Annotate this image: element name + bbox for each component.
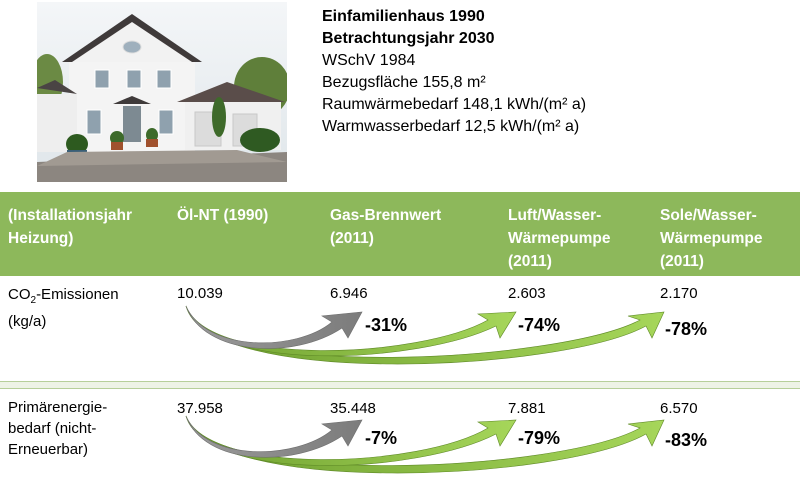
value-pe-oil: 37.958 [177, 400, 223, 417]
header-cell-oil: Öl-NT (1990) [177, 204, 268, 227]
info-line-area: Bezugsfläche 155,8 m² [322, 74, 486, 91]
header-text: (2011) [330, 230, 374, 247]
header-cell-air-heatpump: Luft/Wasser- Wärmepumpe (2011) [508, 204, 611, 273]
comparison-table: (Installationsjahr Heizung) Öl-NT (1990)… [0, 192, 800, 490]
header-text: Heizung) [8, 230, 74, 247]
house-info: Einfamilienhaus 1990 Betrachtungsjahr 20… [322, 6, 782, 138]
table-header: (Installationsjahr Heizung) Öl-NT (1990)… [0, 192, 800, 276]
change-pe-gas: -7% [365, 428, 398, 448]
change-pe-brine: -83% [665, 430, 708, 450]
header-text: Öl-NT (1990) [177, 207, 269, 224]
label-subscript: 2 [30, 295, 37, 306]
change-co2-air: -74% [518, 315, 561, 335]
table-row-co2: CO2-Emissionen (kg/a) 10.039 6.946 2.603… [0, 276, 800, 382]
info-title: Einfamilienhaus 1990 [322, 8, 485, 25]
header-cell-brine-heatpump: Sole/Wasser- Wärmepumpe (2011) [660, 204, 763, 273]
header-text: Sole/Wasser- [660, 207, 757, 224]
info-line-water-demand: Warmwasserbedarf 12,5 kWh/(m² a) [322, 118, 580, 135]
value-co2-oil: 10.039 [177, 285, 223, 302]
header-text: (2011) [508, 253, 552, 270]
row-label-primary-energy: Primärenergie- bedarf (nicht- Erneuerbar… [8, 397, 107, 460]
label-text: CO [8, 286, 31, 303]
header-text: (2011) [660, 253, 704, 270]
info-line-standard: WSchV 1984 [322, 52, 416, 69]
header-cell-gas: Gas-Brennwert (2011) [330, 204, 441, 250]
header-text: Wärmepumpe [660, 230, 763, 247]
label-text: Primärenergie- [8, 399, 108, 416]
value-pe-brine: 6.570 [660, 400, 698, 417]
value-co2-air: 2.603 [508, 285, 546, 302]
change-pe-air: -79% [518, 428, 561, 448]
value-pe-air: 7.881 [508, 400, 546, 417]
change-co2-brine: -78% [665, 319, 708, 339]
house-illustration [37, 2, 287, 182]
table-row-primary-energy: Primärenergie- bedarf (nicht- Erneuerbar… [0, 388, 800, 490]
info-subtitle: Betrachtungsjahr 2030 [322, 30, 495, 47]
house-photo [37, 2, 287, 182]
row-label-co2: CO2-Emissionen (kg/a) [8, 284, 119, 332]
header-text: (Installationsjahr [8, 207, 133, 224]
value-co2-gas: 6.946 [330, 285, 368, 302]
header-text: Wärmepumpe [508, 230, 611, 247]
header-text: Gas-Brennwert [330, 207, 442, 224]
header-cell-installation-year: (Installationsjahr Heizung) [8, 204, 132, 250]
row-separator [0, 382, 800, 388]
change-co2-gas: -31% [365, 315, 408, 335]
value-pe-gas: 35.448 [330, 400, 376, 417]
label-text: (kg/a) [8, 313, 47, 330]
label-text: bedarf (nicht- [8, 420, 97, 437]
header-text: Luft/Wasser- [508, 207, 602, 224]
value-co2-brine: 2.170 [660, 285, 698, 302]
label-text: -Emissionen [36, 286, 119, 303]
label-text: Erneuerbar) [8, 441, 89, 458]
info-line-heat-demand: Raumwärmebedarf 148,1 kWh/(m² a) [322, 96, 587, 113]
